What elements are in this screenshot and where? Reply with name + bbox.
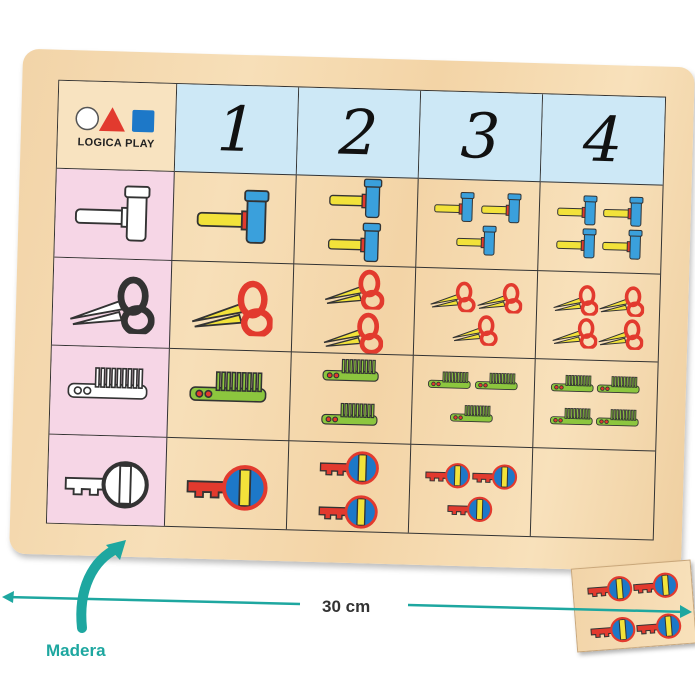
piece-group (540, 370, 652, 439)
empty-count-cell (531, 448, 655, 540)
comb-icon (321, 402, 378, 426)
hammer-icon (329, 178, 383, 219)
comb-icon (596, 375, 640, 394)
piece-group (178, 186, 290, 249)
scissors-icon (323, 313, 384, 354)
comb-icon (595, 408, 639, 427)
key-icon (447, 496, 493, 522)
key-icon (318, 495, 378, 529)
hammer-icon (557, 195, 598, 226)
piece-group (572, 561, 695, 652)
key-icon (471, 464, 517, 490)
key-icon (590, 616, 636, 643)
key-icon (186, 464, 268, 511)
count-cell[interactable] (416, 178, 541, 271)
scissors-icon (552, 318, 598, 350)
outline-row-label (49, 345, 170, 438)
comb-icon (550, 374, 594, 392)
key-icon (425, 462, 471, 488)
column-number: 4 (582, 101, 624, 176)
key-icon (636, 613, 682, 639)
scissors-icon (70, 276, 155, 335)
piece-group (295, 353, 407, 443)
comb-icon (189, 371, 267, 403)
scissors-icon (453, 315, 499, 347)
scissors-icon (553, 285, 599, 317)
comb-icon (450, 404, 494, 423)
key-icon (587, 576, 633, 602)
dimension-label: 30 cm (322, 597, 371, 616)
hammer-icon (556, 228, 597, 259)
count-cell[interactable] (164, 437, 290, 530)
count-cell[interactable] (413, 267, 539, 360)
material-label: Madera (46, 641, 106, 660)
scissors-icon (430, 281, 477, 313)
key-icon (319, 451, 380, 485)
count-cell[interactable] (411, 355, 536, 448)
hammer-icon (603, 196, 644, 227)
column-header-1: 1 (174, 84, 300, 176)
loose-puzzle-piece[interactable] (570, 559, 695, 653)
count-cell[interactable] (167, 348, 292, 441)
outline-row-label (46, 434, 168, 526)
scissors-icon (191, 281, 274, 337)
scissors-icon (598, 319, 644, 351)
piece-group (300, 176, 412, 266)
column-header-4: 4 (540, 94, 666, 186)
shapes-logo-icon (75, 106, 154, 132)
piece-group (292, 442, 404, 532)
scissors-icon (325, 269, 385, 311)
count-cell[interactable] (286, 440, 412, 533)
count-cell[interactable] (538, 182, 663, 275)
comb-icon (474, 372, 518, 390)
count-cell[interactable] (289, 352, 414, 445)
piece-group (176, 274, 288, 337)
piece-group (297, 264, 409, 354)
comb-icon (67, 366, 148, 400)
outline-row-label (54, 168, 175, 261)
logo-text: LOGICA PLAY (77, 135, 155, 150)
brand-logo: LOGICA PLAY (56, 80, 178, 172)
piece-group (545, 193, 657, 262)
hammer-icon (434, 191, 475, 222)
count-cell[interactable] (294, 175, 419, 268)
outline-row-label (51, 257, 173, 349)
piece-group (542, 281, 654, 351)
count-cell[interactable] (172, 171, 297, 264)
scissors-icon (599, 286, 645, 318)
piece-group (415, 455, 527, 524)
count-cell[interactable] (169, 260, 295, 353)
piece-group (173, 363, 285, 426)
hammer-icon (480, 192, 522, 223)
key-icon (64, 460, 150, 509)
comb-icon (428, 371, 472, 389)
count-cell[interactable] (408, 444, 534, 537)
column-number: 1 (215, 91, 258, 166)
column-header-3: 3 (418, 90, 544, 183)
piece-group (420, 278, 532, 347)
hammer-icon (196, 189, 270, 244)
hammer-icon (328, 222, 382, 262)
piece-group (171, 452, 283, 515)
comb-icon (549, 407, 593, 426)
column-number: 2 (337, 95, 380, 170)
count-cell[interactable] (535, 270, 661, 363)
wooden-puzzle-board: LOGICA PLAY 1 2 3 4 (9, 48, 695, 653)
count-cell[interactable] (291, 263, 417, 356)
column-number: 3 (459, 98, 502, 173)
hammer-icon (75, 185, 151, 242)
hammer-icon (456, 225, 498, 256)
column-header-2: 2 (296, 87, 422, 179)
piece-group (417, 367, 529, 436)
comb-icon (322, 358, 379, 382)
key-icon (633, 572, 679, 598)
piece-group (422, 190, 534, 259)
hammer-icon (602, 229, 643, 260)
scissors-icon (476, 283, 523, 314)
count-cell[interactable] (533, 359, 658, 452)
counting-grid: LOGICA PLAY 1 2 3 4 (45, 79, 667, 541)
